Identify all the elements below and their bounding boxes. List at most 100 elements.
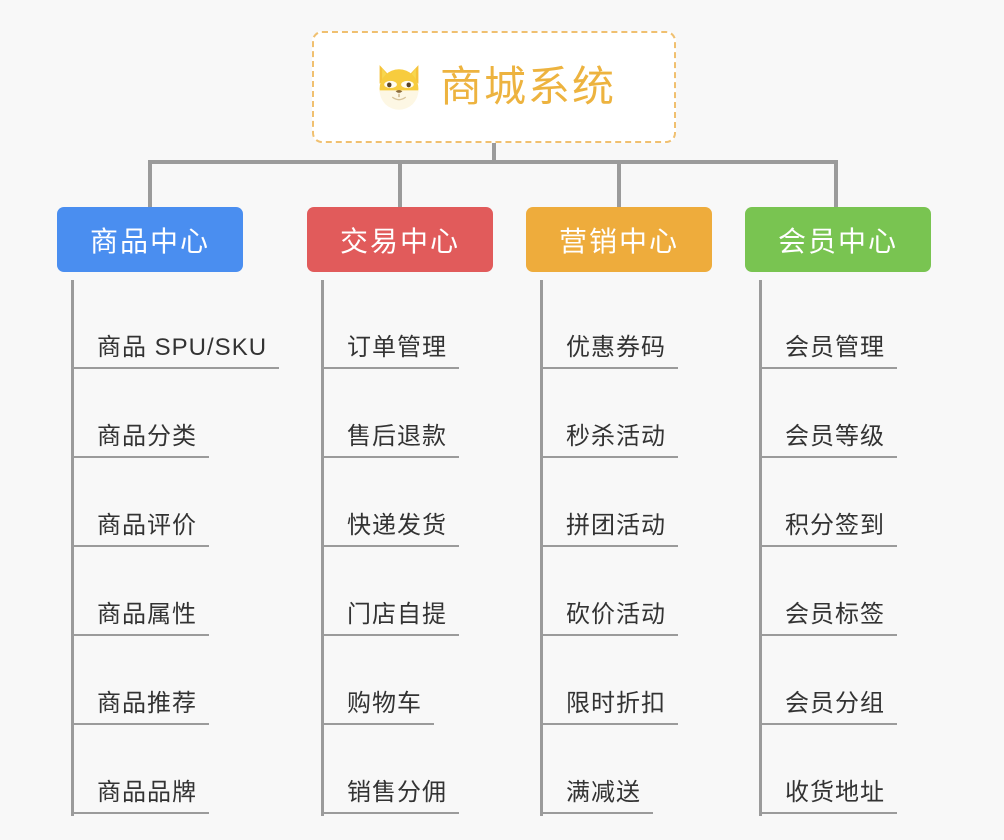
column-member-center: 会员中心 会员管理 会员等级 积分签到 会员标签: [745, 207, 965, 816]
list-item-underline: 优惠券码: [540, 333, 678, 369]
shiba-dog-face-icon: [379, 65, 419, 110]
list-item-label: 砍价活动: [566, 600, 666, 628]
list-item[interactable]: 拼团活动: [526, 458, 746, 547]
list-item-label: 会员管理: [785, 333, 885, 361]
list-item-underline: 积分签到: [759, 511, 897, 547]
list-item[interactable]: 砍价活动: [526, 547, 746, 636]
connector-drop-1: [148, 160, 152, 207]
list-item-underline: 快递发货: [321, 511, 459, 547]
list-item-label: 优惠券码: [566, 333, 666, 361]
column-product-center: 商品中心 商品 SPU/SKU 商品分类 商品评价 商品属性: [57, 207, 317, 816]
list-item[interactable]: 满减送: [526, 725, 746, 814]
list-item[interactable]: 商品推荐: [57, 636, 317, 725]
list-item-label: 商品分类: [97, 422, 197, 450]
column-body-product-center: 商品 SPU/SKU 商品分类 商品评价 商品属性 商品推荐: [57, 272, 317, 816]
list-item[interactable]: 商品分类: [57, 369, 317, 458]
list-item-underline: 会员管理: [759, 333, 897, 369]
list-item[interactable]: 会员分组: [745, 636, 965, 725]
list-item-label: 会员分组: [785, 689, 885, 717]
list-item-underline: 会员标签: [759, 600, 897, 636]
column-header-label: 会员中心: [777, 225, 898, 257]
column-spine: [321, 280, 324, 816]
list-item[interactable]: 销售分佣: [307, 725, 527, 814]
list-item[interactable]: 门店自提: [307, 547, 527, 636]
column-header-marketing-center[interactable]: 营销中心: [526, 207, 712, 272]
root-title: 商城系统: [439, 63, 616, 110]
list-item-label: 积分签到: [785, 511, 885, 539]
list-item-underline: 销售分佣: [321, 778, 459, 814]
list-item[interactable]: 售后退款: [307, 369, 527, 458]
list-item-label: 订单管理: [347, 333, 447, 361]
list-item[interactable]: 会员等级: [745, 369, 965, 458]
list-item-underline: 售后退款: [321, 422, 459, 458]
root-node[interactable]: 商城系统: [312, 31, 676, 143]
list-item[interactable]: 商品属性: [57, 547, 317, 636]
list-item-label: 限时折扣: [566, 689, 666, 717]
list-item-label: 会员等级: [785, 422, 885, 450]
column-header-label: 交易中心: [339, 225, 460, 257]
connector-horizontal-bus: [148, 160, 838, 164]
list-item-underline: 会员等级: [759, 422, 897, 458]
list-item-underline: 商品属性: [71, 600, 209, 636]
list-item-label: 商品评价: [97, 511, 197, 539]
list-item[interactable]: 限时折扣: [526, 636, 746, 725]
column-header-trade-center[interactable]: 交易中心: [307, 207, 493, 272]
list-item-label: 快递发货: [347, 511, 447, 539]
list-item-underline: 满减送: [540, 778, 653, 814]
list-item[interactable]: 订单管理: [307, 280, 527, 369]
list-item-underline: 商品推荐: [71, 689, 209, 725]
column-spine: [540, 280, 543, 816]
list-item-underline: 拼团活动: [540, 511, 678, 547]
connector-drop-4: [834, 160, 838, 207]
column-trade-center: 交易中心 订单管理 售后退款 快递发货 门店自提: [307, 207, 527, 816]
column-header-label: 商品中心: [89, 225, 210, 257]
list-item-label: 门店自提: [347, 600, 447, 628]
list-item-label: 商品品牌: [97, 778, 197, 806]
list-item-label: 商品 SPU/SKU: [97, 333, 268, 361]
list-item-underline: 收货地址: [759, 778, 897, 814]
column-spine: [759, 280, 762, 816]
connector-root-stem: [492, 143, 496, 162]
list-item-label: 会员标签: [785, 600, 885, 628]
list-item-underline: 商品评价: [71, 511, 209, 547]
list-item[interactable]: 会员管理: [745, 280, 965, 369]
column-body-trade-center: 订单管理 售后退款 快递发货 门店自提 购物车: [307, 272, 527, 816]
list-item[interactable]: 会员标签: [745, 547, 965, 636]
list-item-label: 秒杀活动: [566, 422, 666, 450]
list-item-underline: 订单管理: [321, 333, 459, 369]
list-item-label: 商品推荐: [97, 689, 197, 717]
list-item-label: 收货地址: [785, 778, 885, 806]
list-item[interactable]: 优惠券码: [526, 280, 746, 369]
list-item-underline: 商品分类: [71, 422, 209, 458]
list-item-underline: 门店自提: [321, 600, 459, 636]
list-item-underline: 会员分组: [759, 689, 897, 725]
list-item[interactable]: 秒杀活动: [526, 369, 746, 458]
list-item-label: 满减送: [566, 778, 641, 806]
list-item-label: 售后退款: [347, 422, 447, 450]
list-item[interactable]: 商品 SPU/SKU: [57, 280, 317, 369]
connector-drop-3: [617, 160, 621, 207]
list-item-label: 商品属性: [97, 600, 197, 628]
list-item-label: 销售分佣: [347, 778, 447, 806]
list-item-underline: 商品 SPU/SKU: [71, 333, 280, 369]
column-header-label: 营销中心: [558, 225, 679, 257]
list-item[interactable]: 积分签到: [745, 458, 965, 547]
list-item[interactable]: 快递发货: [307, 458, 527, 547]
list-item-underline: 秒杀活动: [540, 422, 678, 458]
list-item[interactable]: 收货地址: [745, 725, 965, 814]
column-header-product-center[interactable]: 商品中心: [57, 207, 243, 272]
list-item-label: 购物车: [347, 689, 422, 717]
column-body-member-center: 会员管理 会员等级 积分签到 会员标签 会员分组: [745, 272, 965, 816]
connector-drop-2: [398, 160, 402, 207]
list-item-underline: 购物车: [321, 689, 434, 725]
column-header-member-center[interactable]: 会员中心: [745, 207, 931, 272]
list-item-underline: 商品品牌: [71, 778, 209, 814]
list-item-underline: 限时折扣: [540, 689, 678, 725]
list-item[interactable]: 商品品牌: [57, 725, 317, 814]
list-item[interactable]: 购物车: [307, 636, 527, 725]
column-body-marketing-center: 优惠券码 秒杀活动 拼团活动 砍价活动 限时折扣: [526, 272, 746, 816]
list-item-label: 拼团活动: [566, 511, 666, 539]
column-spine: [71, 280, 74, 816]
list-item[interactable]: 商品评价: [57, 458, 317, 547]
